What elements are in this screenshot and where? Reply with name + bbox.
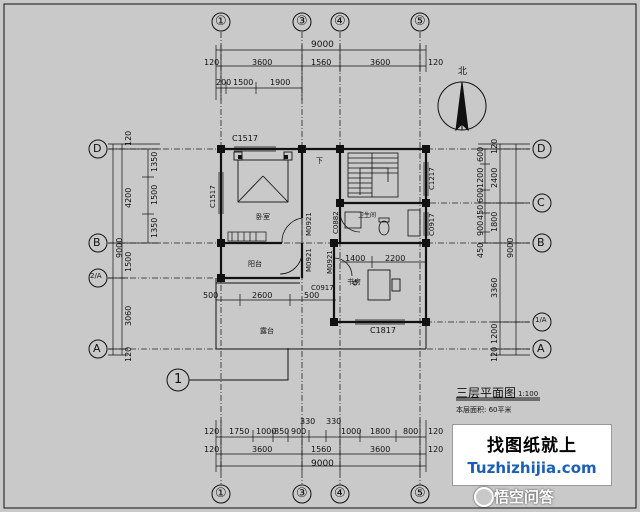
- axis-bubble-col-1-bottom: ①: [215, 486, 227, 501]
- dim-left-outer: 120: [124, 130, 133, 146]
- dim-bottom-part: 3600: [370, 445, 391, 454]
- dim-interior: 500: [304, 291, 320, 300]
- banner-url: Tuzhizhijia.com: [467, 459, 597, 477]
- watermark-icon: [474, 487, 494, 507]
- site-banner: 找图纸就上 Tuzhizhijia.com: [452, 424, 612, 486]
- dim-bottom-sub: 900: [291, 427, 307, 436]
- window-tag: C1517: [232, 134, 258, 143]
- axis-bubble-col-3-top: ③: [296, 14, 308, 29]
- dim-bottom-sub: 1000: [256, 427, 277, 436]
- drawing-title: 三层平面图: [456, 386, 517, 400]
- door-tag: M0921: [305, 248, 313, 272]
- dim-left-inner: 1350: [150, 151, 159, 172]
- banner-cn: 找图纸就上: [487, 436, 577, 456]
- dim-bottom-part: 3600: [252, 445, 273, 454]
- dim-bottom-sub: 1000: [341, 427, 362, 436]
- dim-right-total: 9000: [506, 237, 515, 258]
- stair-down-label: 下: [316, 157, 323, 165]
- dim-left-outer: 4200: [124, 187, 133, 208]
- axis-bubble-col-4-bottom: ④: [334, 486, 346, 501]
- window-tag: C0917: [311, 284, 334, 292]
- dim-right-inner: 1200: [476, 167, 485, 188]
- window-tag: C0882: [332, 211, 340, 234]
- dim-top-sub: 200: [216, 78, 232, 87]
- dim-bottom-sub: 1800: [370, 427, 391, 436]
- axis-bubble-row-d-right: D: [537, 142, 546, 155]
- floor-area: 本层面积: 60平米: [456, 406, 512, 414]
- axis-bubble-col-5-bottom: ⑤: [414, 486, 426, 501]
- window-tag: C1517: [209, 185, 217, 208]
- axis-bubble-row-2a-left: 2/A: [90, 272, 102, 280]
- dim-left-outer: 120: [124, 346, 133, 362]
- dim-right-outer: 3360: [490, 277, 499, 298]
- dim-right-outer: 120: [490, 138, 499, 154]
- dim-top-part: 120: [204, 58, 220, 67]
- dim-bottom-total: 9000: [311, 459, 334, 469]
- dim-bottom-part: 120: [204, 445, 220, 454]
- dim-left-inner: 1350: [150, 217, 159, 238]
- dim-top-part: 120: [428, 58, 444, 67]
- drawing-scale: 1:100: [518, 390, 539, 398]
- dim-top-total: 9000: [311, 40, 334, 50]
- axis-bubble-1: 1: [174, 372, 183, 387]
- room-bathroom: 卫生间: [358, 212, 377, 219]
- dim-right-outer: 1200: [490, 323, 499, 344]
- dim-bottom-sub: 850: [274, 427, 290, 436]
- axis-bubble-col-1-top: ①: [215, 14, 227, 29]
- room-balcony: 阳台: [248, 260, 262, 268]
- dim-bottom-sub: 120: [204, 427, 220, 436]
- dim-right-inner: 600: [476, 146, 485, 162]
- dim-left-outer: 3060: [124, 305, 133, 326]
- dim-right-inner: 450: [476, 204, 485, 220]
- dim-bottom-part: 1560: [311, 445, 332, 454]
- dim-top-sub: 1500: [233, 78, 254, 87]
- axis-bubble-col-3-bottom: ③: [296, 486, 308, 501]
- axis-bubble-row-c-right: C: [537, 196, 545, 209]
- north-label: 北: [458, 67, 468, 77]
- dim-bottom-part: 120: [428, 445, 444, 454]
- dim-bottom-sub: 120: [428, 427, 444, 436]
- dim-right-inner: 450: [476, 242, 485, 258]
- dim-left-total: 9000: [115, 237, 124, 258]
- dim-left-inner: 1500: [150, 184, 159, 205]
- axis-bubble-row-a-left: A: [93, 342, 101, 355]
- dim-interior: 2200: [385, 254, 406, 263]
- dim-bottom-sub: 800: [403, 427, 419, 436]
- dim-right-inner: 900: [476, 220, 485, 236]
- watermark-text: 悟空问答: [494, 488, 555, 506]
- window-tag: C1217: [428, 167, 436, 190]
- dim-right-inner: 600: [476, 187, 485, 203]
- axis-bubble-row-b-right: B: [537, 236, 545, 249]
- axis-bubble-row-b-left: B: [93, 236, 101, 249]
- dim-bottom-sub: 1750: [229, 427, 250, 436]
- axis-bubble-col-4-top: ④: [334, 14, 346, 29]
- axis-bubble-row-1a-right: 1/A: [535, 316, 547, 324]
- dim-right-outer: 1800: [490, 211, 499, 232]
- dim-left-outer: 1500: [124, 251, 133, 272]
- dim-top-sub: 1900: [270, 78, 291, 87]
- axis-bubble-row-d-left: D: [93, 142, 102, 155]
- dim-top-part: 3600: [370, 58, 391, 67]
- door-tag: M0921: [326, 250, 334, 274]
- window-tag: C0917: [428, 213, 436, 236]
- room-terrace: 露台: [260, 327, 274, 335]
- room-bedroom: 卧室: [256, 213, 270, 221]
- dim-top-part: 3600: [252, 58, 273, 67]
- dim-bottom-sub: 330: [300, 417, 316, 426]
- dim-interior: 500: [203, 291, 219, 300]
- dim-interior: 2600: [252, 291, 273, 300]
- window-tag: C1817: [370, 326, 396, 335]
- axis-bubble-row-a-right: A: [537, 342, 545, 355]
- axis-bubble-col-5-top: ⑤: [414, 14, 426, 29]
- dim-right-outer: 120: [490, 346, 499, 362]
- dim-top-part: 1560: [311, 58, 332, 67]
- dim-interior: 1400: [345, 254, 366, 263]
- door-tag: M0921: [305, 212, 313, 236]
- dim-right-outer: 2400: [490, 167, 499, 188]
- room-study: 书房: [347, 278, 361, 286]
- dim-bottom-sub2: 330: [326, 417, 342, 426]
